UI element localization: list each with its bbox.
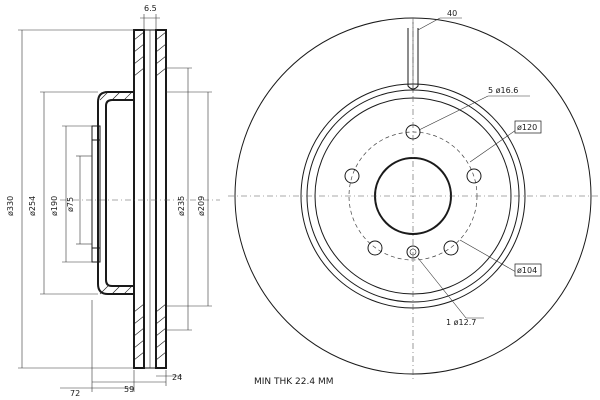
pcd120-label: ø120 — [517, 123, 537, 132]
pcd104-label: ø104 — [517, 266, 537, 275]
mounting-face — [91, 125, 101, 263]
friction-plate-left — [133, 29, 145, 369]
section-view: 6.5 ø330 ø254 ø190 ø75 ø235 ø209 72 59 2… — [6, 4, 220, 398]
dim-top-label: 6.5 — [144, 4, 157, 13]
bolt-hole-3 — [443, 240, 459, 256]
min-thickness-label: MIN THK 22.4 MM — [254, 377, 333, 387]
hatching — [133, 31, 167, 361]
dim-24-label: 24 — [172, 373, 182, 382]
hat-outer — [97, 91, 134, 295]
dim-dia330-label: ø330 — [6, 196, 15, 216]
dim-59-label: 59 — [124, 385, 134, 394]
dim-72-label: 72 — [70, 389, 80, 398]
hat-inner — [105, 99, 134, 287]
pcd120-box — [514, 120, 542, 134]
front-view: 40 5 ø16.6 ø120 ø104 1 ø12.7 MIN THK 22.… — [228, 9, 598, 387]
bolt-holes-label: 5 ø16.6 — [488, 86, 518, 95]
bolt-hole-4 — [367, 240, 383, 256]
vent-width-label: 40 — [447, 9, 457, 18]
dim-dia190-label: ø190 — [50, 196, 59, 216]
dim-dia254-label: ø254 — [28, 196, 37, 216]
bolt-hole-2 — [466, 168, 482, 184]
friction-plate-right — [155, 29, 167, 369]
dim-dia209-label: ø209 — [197, 196, 206, 216]
dim-dia235-label: ø235 — [177, 196, 186, 216]
pcd104-box — [514, 263, 542, 277]
bolt-hole-5 — [344, 168, 360, 184]
dim-dia75-label: ø75 — [66, 197, 75, 212]
center-hole-label: 1 ø12.7 — [446, 318, 476, 327]
